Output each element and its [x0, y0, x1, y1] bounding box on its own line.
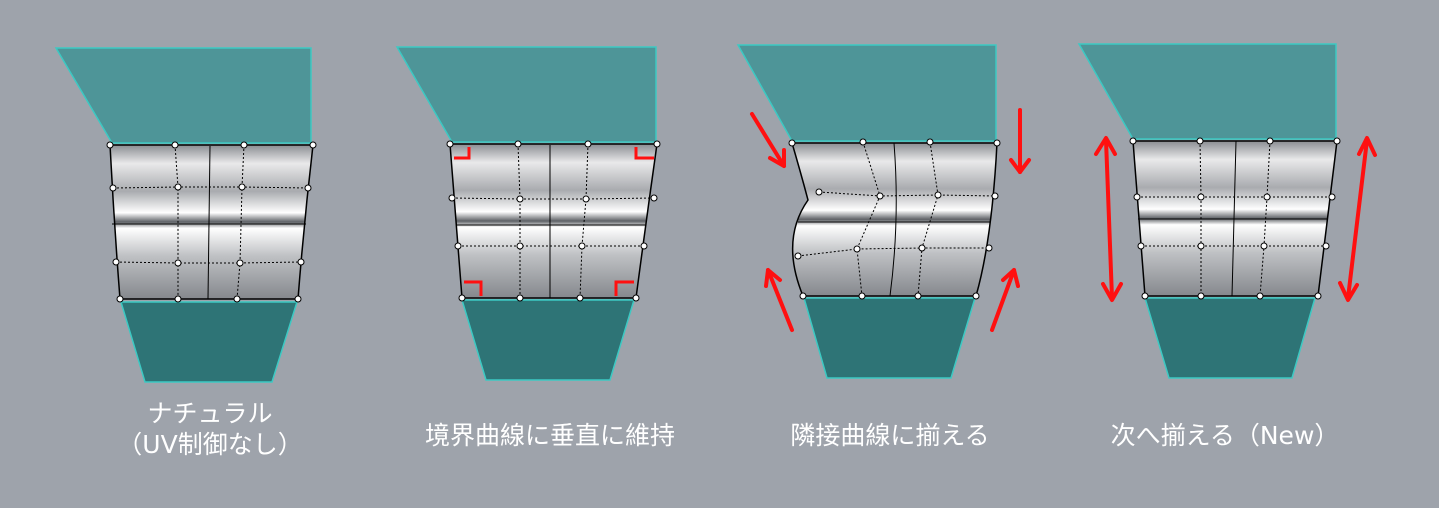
caption-align-next: 次へ揃える（New）: [1111, 420, 1340, 451]
arrow-bottom-left: [764, 268, 794, 332]
lower-surface: [803, 297, 977, 379]
arrow-top-left: [750, 112, 786, 168]
caption-line-1: ナチュラル: [147, 399, 273, 428]
caption-line-1: 境界曲線に垂直に維持: [424, 421, 676, 450]
panel-align-next: [1077, 43, 1377, 379]
corner-bracket-bottom-right: [614, 280, 634, 296]
lower-surface: [119, 301, 299, 383]
isoparm-curves: [1138, 140, 1328, 297]
double-arrow-right: [1338, 136, 1377, 302]
control-polygon: [112, 144, 309, 300]
upper-surface: [736, 44, 997, 142]
upper-surface: [395, 46, 657, 143]
control-points: [446, 140, 661, 302]
panel-align-adjacent: [736, 44, 1031, 379]
control-points: [1129, 137, 1341, 300]
lower-surface: [1143, 297, 1316, 379]
lower-surface: [460, 299, 636, 381]
caption-perpendicular: 境界曲線に垂直に維持: [425, 420, 675, 451]
caption-line-2: （UV制御なし）: [117, 430, 303, 459]
caption-line-1: 次へ揃える（New）: [1110, 421, 1340, 450]
control-points: [106, 141, 317, 303]
corner-bracket-top-left: [454, 147, 471, 160]
control-points: [788, 138, 1001, 300]
upper-surface: [54, 47, 312, 144]
panel-perpendicular: [395, 46, 661, 381]
arrow-top-right: [1009, 108, 1031, 174]
alignment-arrows: [750, 108, 1031, 332]
arrow-bottom-right: [990, 268, 1020, 332]
caption-line-1: 隣接曲線に揃える: [790, 421, 990, 450]
alignment-arrows: [1094, 136, 1377, 302]
blend-surface: [449, 143, 658, 299]
upper-surface: [1077, 43, 1337, 140]
isoparm-curves: [798, 142, 990, 297]
blend-surface: [790, 142, 998, 297]
control-polygon: [451, 143, 655, 299]
corner-bracket-top-right: [634, 147, 654, 160]
double-arrow-left: [1094, 136, 1123, 302]
caption-align-adjacent: 隣接曲線に揃える: [790, 420, 989, 451]
blend-surface: [109, 144, 314, 300]
perpendicular-markers: [454, 147, 654, 296]
panel-natural: [54, 47, 317, 383]
caption-natural: ナチュラル （UV制御なし）: [117, 398, 302, 460]
corner-bracket-bottom-left: [464, 280, 483, 296]
control-polygon: [797, 141, 996, 297]
control-polygon: [1137, 140, 1332, 297]
isoparm-curves: [112, 145, 306, 300]
isoparm-curves: [456, 145, 645, 298]
